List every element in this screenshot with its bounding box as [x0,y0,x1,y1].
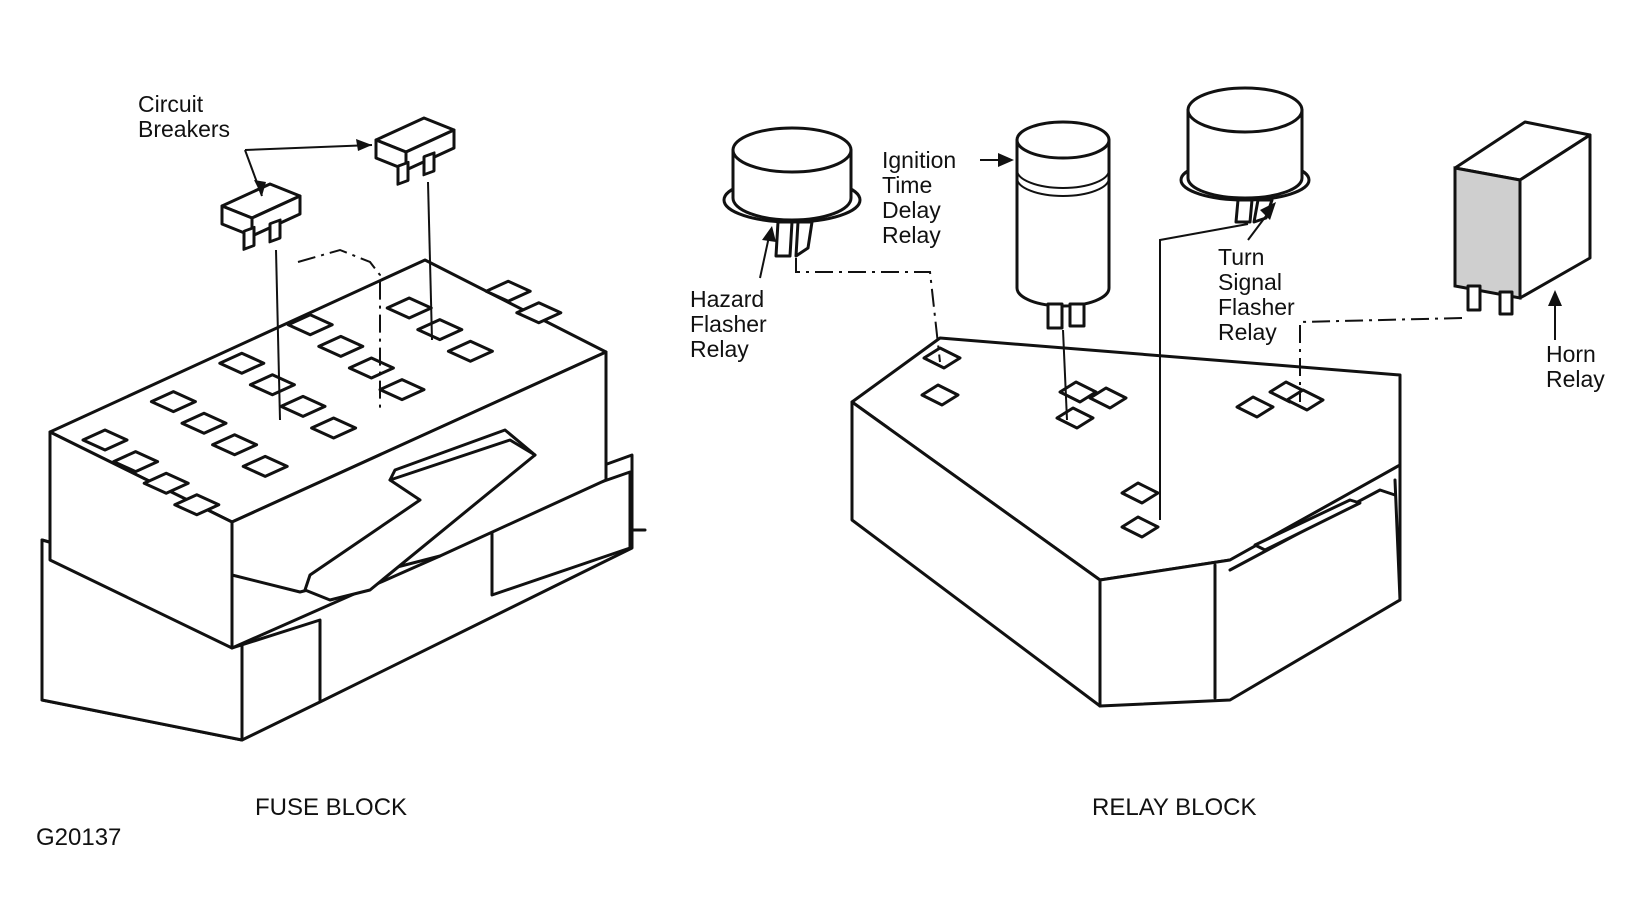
label-line: Hazard [690,286,764,312]
label-line: Flasher [690,311,767,337]
fuse-slot [112,450,160,474]
fuse-slot [310,416,358,440]
fuse-slot [347,356,395,380]
figure-id: G20137 [36,824,121,851]
fuse-slot [81,428,129,452]
fuse-slots [81,279,563,517]
relay-socket [922,346,962,370]
circuit-breaker-2 [374,116,456,186]
label-line: Circuit [138,91,204,117]
label-ignition-time-delay-relay: Ignition Time Delay Relay [882,147,956,248]
label-line: Relay [1546,366,1605,392]
fuse-slot [446,339,494,363]
label-turn-signal-flasher-relay: Turn Signal Flasher Relay [1218,244,1295,345]
label-line: Time [882,172,932,198]
horn-relay [1453,120,1592,316]
turn-signal-flasher-relay [1179,86,1311,224]
fuse-slot [515,301,563,325]
relay-socket [920,383,960,407]
circuit-breaker-1 [220,182,302,251]
fuse-slot [248,373,296,397]
label-circuit-breakers: Circuit Breakers [138,91,230,142]
fuse-slot [211,433,259,457]
relay-socket [1285,388,1325,412]
relay-socket [1058,380,1098,404]
relay-socket [1120,481,1160,505]
relay-block [722,86,1592,708]
fuse-block-latch [303,438,537,602]
fuse-slot [484,279,532,303]
hazard-flasher-relay [722,126,862,258]
label-line: Relay [690,336,749,362]
fuse-slot [241,454,289,478]
label-line: Signal [1218,269,1282,295]
fuse-slot [279,394,327,418]
label-line: Flasher [1218,294,1295,320]
label-line: Ignition [882,147,956,173]
relay-socket [1235,395,1275,419]
label-line: Delay [882,197,941,223]
fuse-slot [149,390,197,414]
label-hazard-flasher-relay: Hazard Flasher Relay [690,286,767,362]
label-horn-relay: Horn Relay [1546,341,1605,392]
relay-socket [1120,515,1160,539]
fuse-slot [317,334,365,358]
fuse-slot [173,493,221,517]
relay-socket [1088,386,1128,410]
fuse-slot [218,351,266,375]
fuse-slot [142,471,190,495]
label-line: Relay [1218,319,1277,345]
fuse-slot [378,378,426,402]
fuse-slot [286,313,334,337]
fuse-slot [180,411,228,435]
caption-relay-block: RELAY BLOCK [1092,794,1257,821]
fuse-block [40,116,647,742]
caption-fuse-block: FUSE BLOCK [255,794,407,821]
label-line: Turn [1218,244,1264,270]
label-line: Breakers [138,116,230,142]
label-line: Relay [882,222,941,248]
ignition-time-delay-relay [1015,120,1111,330]
label-line: Horn [1546,341,1596,367]
